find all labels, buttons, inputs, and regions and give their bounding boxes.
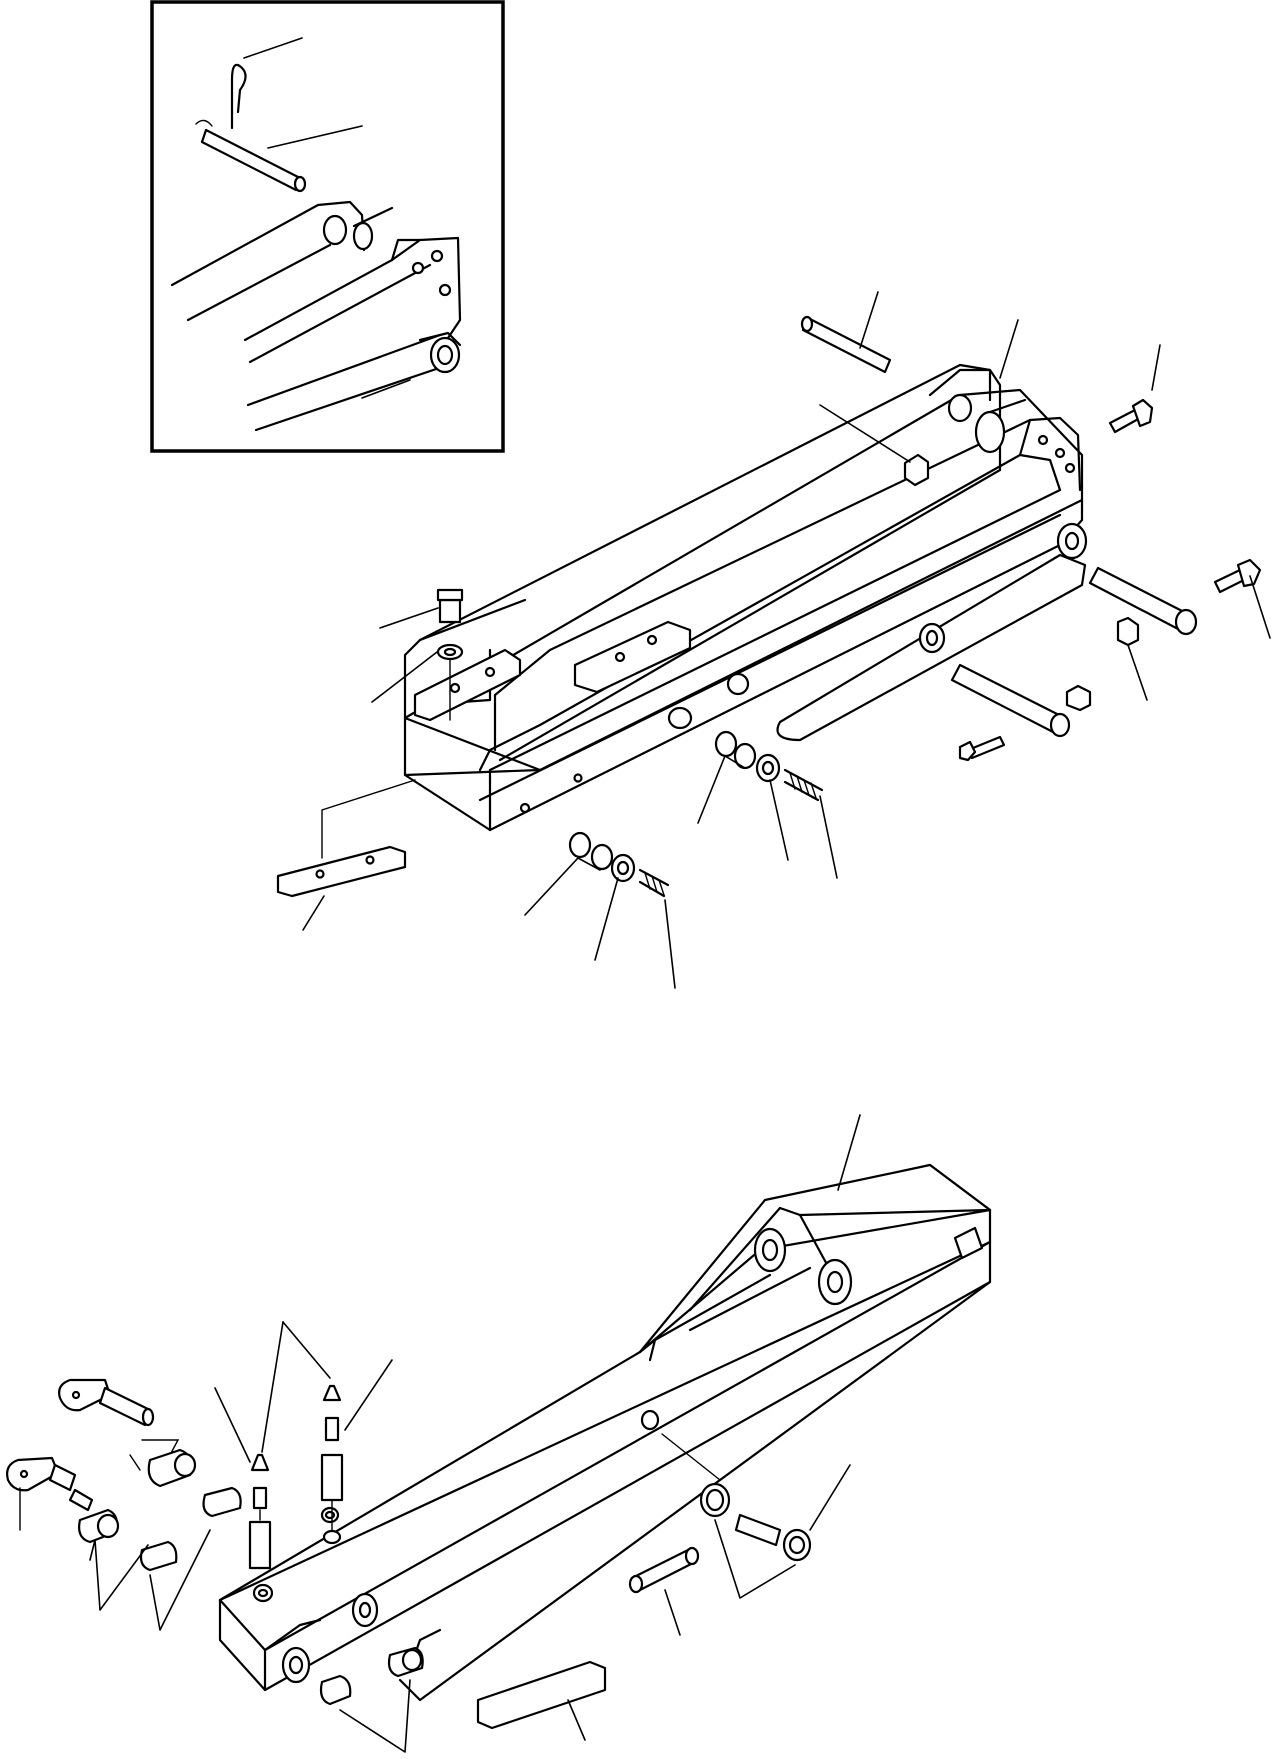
pad-upper bbox=[573, 620, 692, 694]
inset-arm-end bbox=[170, 200, 462, 432]
grease-fitting-left bbox=[248, 1453, 272, 1570]
upper-arm-assembly bbox=[276, 291, 1271, 989]
bushings bbox=[78, 1448, 424, 1706]
strip-long bbox=[476, 1660, 607, 1730]
pin-plate-lower bbox=[6, 1456, 94, 1531]
boom-body bbox=[218, 1240, 992, 1692]
bolt-top-left bbox=[438, 598, 462, 624]
washer-stack-right bbox=[714, 730, 824, 802]
top-pin bbox=[801, 316, 892, 374]
washer-stack-left bbox=[568, 831, 670, 898]
pad-middle bbox=[413, 648, 522, 722]
clip-pin bbox=[734, 1513, 782, 1547]
grease-fitting-right bbox=[320, 1384, 344, 1545]
shim-strip bbox=[276, 845, 407, 898]
inset-cotter-pin bbox=[230, 63, 247, 130]
lower-boom-assembly bbox=[6, 1114, 992, 1753]
middle-pin bbox=[950, 663, 1067, 735]
inset-detail bbox=[150, 0, 505, 453]
pin-plate-upper bbox=[58, 1378, 180, 1471]
